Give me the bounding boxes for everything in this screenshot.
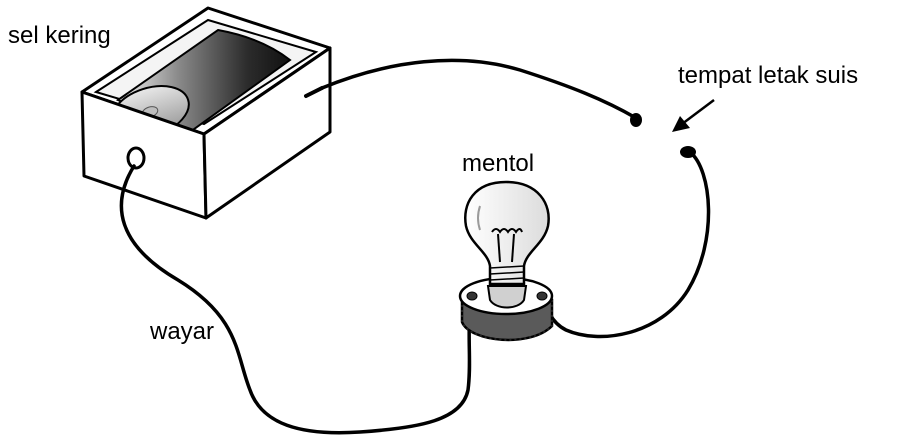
wire-switch-to-bulb	[542, 150, 711, 339]
positive-terminal	[304, 86, 324, 98]
switch-position-label: tempat letak suis	[678, 62, 859, 89]
wire-to-switch	[320, 58, 638, 120]
dry-cell-label: sel kering	[8, 22, 111, 49]
bulb-label: mentol	[462, 150, 535, 177]
bulb-holder	[458, 276, 554, 342]
bulb	[464, 180, 550, 286]
wire-label: wayar	[150, 318, 215, 345]
wire-cell-to-bulb	[119, 164, 474, 435]
dry-cell-box	[80, 6, 332, 220]
switch-position	[630, 113, 696, 158]
switch-arrow	[672, 99, 715, 132]
negative-terminal	[126, 146, 146, 170]
